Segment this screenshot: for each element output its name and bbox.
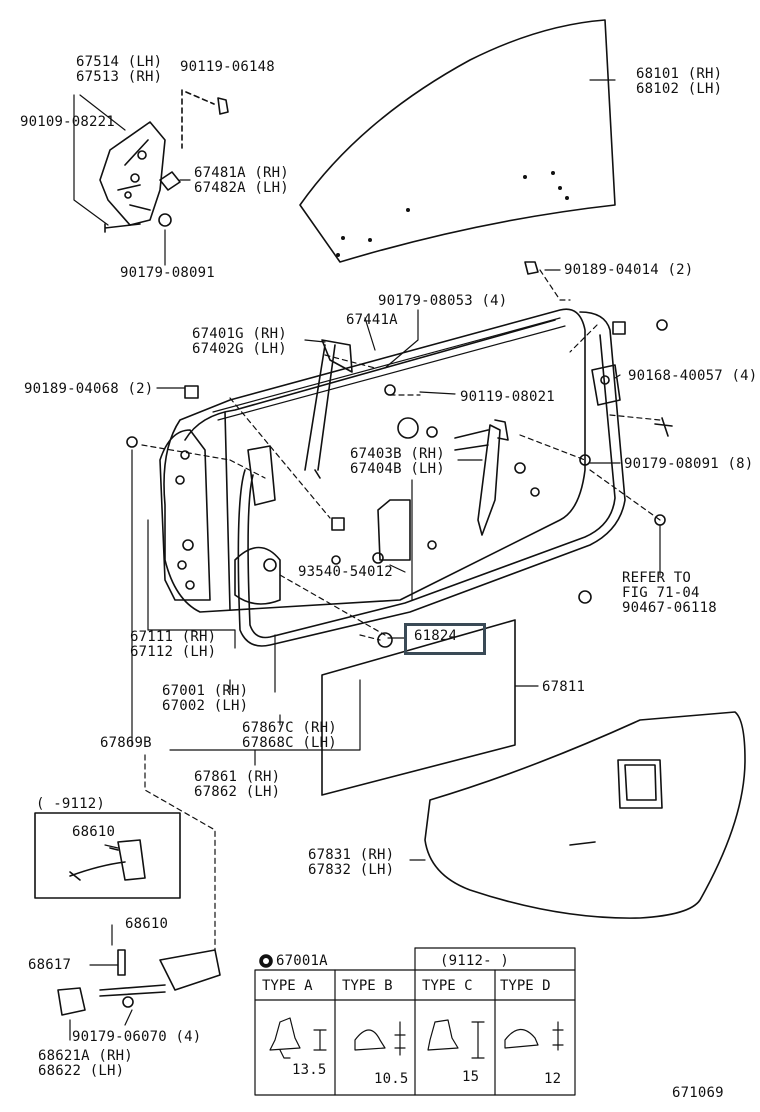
label-67867C: 67867C (RH)67868C (LH) bbox=[242, 720, 337, 751]
label-90109-08221: 90109-08221 bbox=[20, 114, 115, 130]
door-glass bbox=[299, 19, 616, 263]
inset-box-check bbox=[34, 812, 181, 899]
label-68610-b: 68610 bbox=[125, 916, 169, 932]
label-67869B: 67869B bbox=[100, 735, 152, 751]
label-67861: 67861 (RH)67862 (LH) bbox=[194, 769, 281, 800]
door-trim-panel bbox=[424, 711, 746, 919]
label-68101: 68101 (RH)68102 (LH) bbox=[636, 66, 723, 97]
label-90119-08021: 90119-08021 bbox=[460, 389, 555, 405]
label-67481A: 67481A (RH)67482A (LH) bbox=[194, 165, 289, 196]
dim-type-c: 15 bbox=[462, 1069, 480, 1085]
label-90179-06070: 90179-06070 (4) bbox=[72, 1029, 202, 1045]
upper-hinge bbox=[99, 121, 166, 226]
label-68610-a: 68610 bbox=[72, 824, 116, 840]
label-67403B: 67403B (RH)67404B (LH) bbox=[350, 446, 445, 477]
label-67111: 67111 (RH)67112 (LH) bbox=[130, 629, 217, 660]
service-hole-cover bbox=[321, 619, 516, 796]
label-68621A: 68621A (RH)68622 (LH) bbox=[38, 1048, 133, 1079]
table-header-type-d: TYPE D bbox=[500, 978, 551, 994]
table-header-type-a: TYPE A bbox=[262, 978, 313, 994]
dim-type-d: 12 bbox=[544, 1071, 562, 1087]
label-90189-04068: 90189-04068 (2) bbox=[24, 381, 154, 397]
shim bbox=[159, 171, 181, 191]
bolt bbox=[104, 223, 141, 233]
label-67401G: 67401G (RH)67402G (LH) bbox=[192, 326, 287, 357]
label-range-post-9112: (9112- ) bbox=[440, 953, 510, 969]
dim-type-a: 13.5 bbox=[292, 1062, 327, 1078]
table-header-type-c: TYPE C bbox=[422, 978, 473, 994]
highlight-61824 bbox=[404, 623, 486, 655]
dim-type-b: 10.5 bbox=[374, 1071, 409, 1087]
label-90168-40057: 90168-40057 (4) bbox=[628, 368, 758, 384]
label-90189-04014: 90189-04014 (2) bbox=[564, 262, 694, 278]
label-67831: 67831 (RH)67832 (LH) bbox=[308, 847, 395, 878]
clip-table bbox=[254, 947, 576, 1096]
clip-drawings bbox=[269, 1017, 564, 1059]
panel-holes bbox=[331, 417, 540, 648]
label-93540-54012: 93540-54012 bbox=[298, 564, 393, 580]
label-90179-08053: 90179-08053 (4) bbox=[378, 293, 508, 309]
glass-holes bbox=[336, 171, 569, 257]
figure-number: 671069 bbox=[672, 1085, 724, 1101]
label-90119-06148: 90119-06148 bbox=[180, 59, 275, 75]
label-68617: 68617 bbox=[28, 957, 72, 973]
label-67441A: 67441A bbox=[346, 312, 398, 328]
label-67001: 67001 (RH)67002 (LH) bbox=[162, 683, 249, 714]
label-61824: 61824 bbox=[414, 628, 458, 644]
label-range-pre-9112: ( -9112) bbox=[36, 796, 106, 812]
weatherstrip bbox=[237, 311, 626, 647]
label-67001A: 67001A bbox=[276, 953, 328, 969]
label-67811: 67811 bbox=[542, 679, 586, 695]
label-90179-08091-top: 90179-08091 bbox=[120, 265, 215, 281]
label-90179-08091-8: 90179-08091 (8) bbox=[624, 456, 754, 472]
label-67514: 67514 (LH)67513 (RH) bbox=[76, 54, 163, 85]
table-header-type-b: TYPE B bbox=[342, 978, 393, 994]
